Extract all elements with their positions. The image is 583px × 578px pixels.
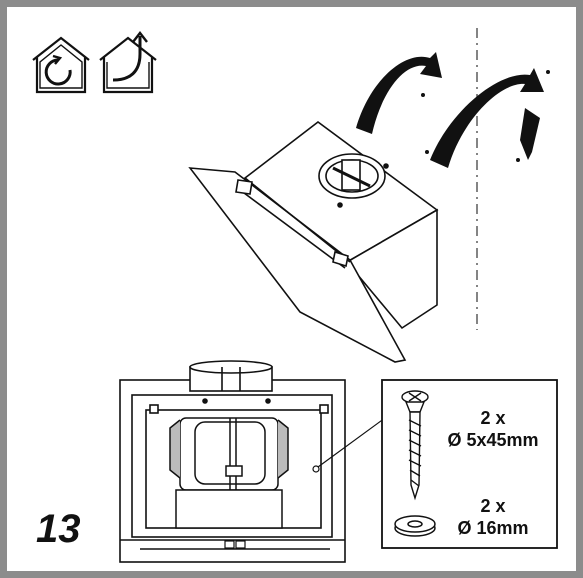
house-recirculation-icon — [32, 36, 90, 94]
mounting-hole — [312, 465, 320, 473]
washer-icon — [394, 515, 436, 537]
callout-leader — [317, 417, 386, 468]
screw-size: Ø 5x45mm — [447, 430, 538, 450]
house-extraction-icon — [99, 31, 157, 94]
motor-blower — [169, 417, 289, 529]
screw-quantity: 2 x — [480, 408, 505, 428]
washer-quantity: 2 x — [480, 496, 505, 516]
rotate-arrow-icon — [356, 52, 442, 154]
screw-icon — [401, 390, 429, 501]
step-number: 13 — [36, 507, 81, 551]
exhaust-flange-front — [189, 360, 273, 392]
washer-size: Ø 16mm — [457, 518, 528, 538]
control-buttons — [224, 540, 246, 549]
cooker-hood-angled — [188, 120, 439, 363]
exhaust-flange-angled — [318, 153, 389, 208]
rotate-arrow-icon — [430, 68, 550, 168]
